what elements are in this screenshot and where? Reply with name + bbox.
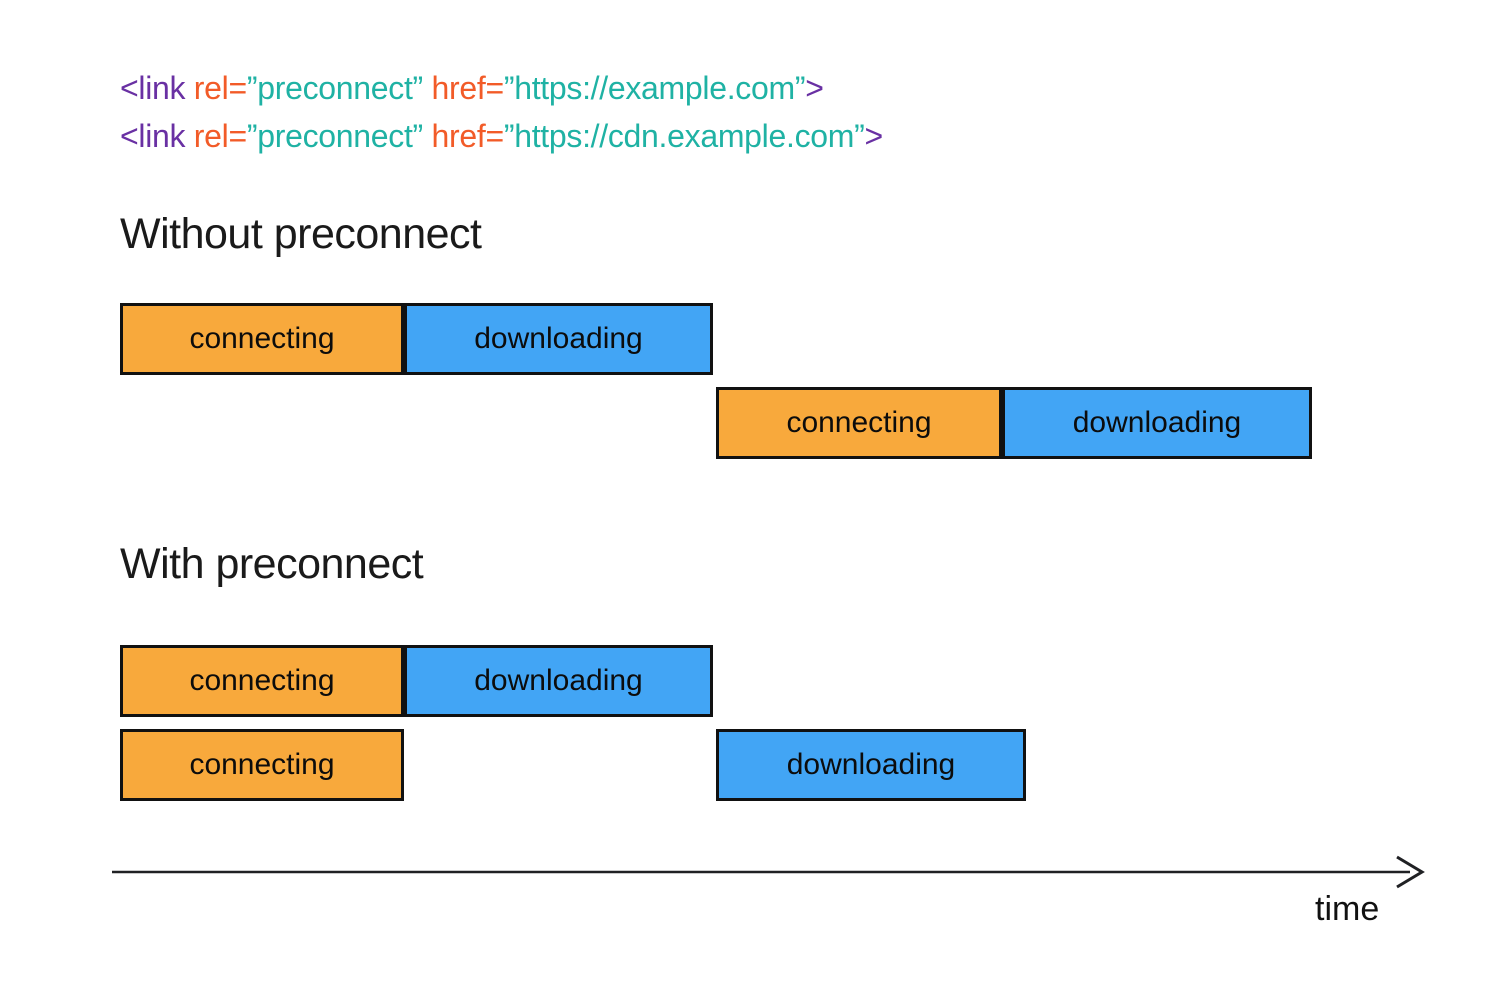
bar-label: connecting bbox=[189, 748, 335, 781]
code-attr-rel: rel= bbox=[185, 118, 247, 154]
bar-label: connecting bbox=[189, 322, 335, 355]
bar-label: downloading bbox=[1072, 406, 1242, 439]
code-attr-href: href= bbox=[422, 70, 505, 106]
code-line-2: <link rel=”preconnect” href=”https://cdn… bbox=[120, 112, 883, 160]
code-snippet: <link rel=”preconnect” href=”https://exa… bbox=[120, 64, 883, 160]
code-attr-rel: rel= bbox=[185, 70, 247, 106]
code-value-preconnect: ”preconnect” bbox=[246, 118, 423, 154]
time-axis-label: time bbox=[1315, 890, 1380, 928]
code-attr-href: href= bbox=[422, 118, 505, 154]
code-tag-close: > bbox=[805, 70, 824, 106]
bar-connecting: connecting bbox=[120, 645, 404, 717]
bar-downloading: downloading bbox=[404, 303, 713, 375]
bar-label: connecting bbox=[189, 664, 335, 697]
code-value-url: ”https://cdn.example.com” bbox=[503, 118, 865, 154]
bar-downloading: downloading bbox=[1002, 387, 1312, 459]
bar-label: downloading bbox=[474, 664, 643, 697]
section-title-without-preconnect: Without preconnect bbox=[120, 210, 482, 258]
bar-label: downloading bbox=[786, 748, 956, 781]
bar-label: downloading bbox=[474, 322, 643, 355]
section-title-with-preconnect: With preconnect bbox=[120, 540, 424, 588]
bar-downloading: downloading bbox=[716, 729, 1026, 801]
bar-label: connecting bbox=[786, 406, 932, 439]
code-value-preconnect: ”preconnect” bbox=[246, 70, 423, 106]
bar-downloading: downloading bbox=[404, 645, 713, 717]
code-tag-open: <link bbox=[120, 118, 186, 154]
code-line-1: <link rel=”preconnect” href=”https://exa… bbox=[120, 64, 883, 112]
time-axis-arrow-icon bbox=[112, 855, 1425, 889]
code-tag-open: <link bbox=[120, 70, 186, 106]
bar-connecting: connecting bbox=[120, 303, 404, 375]
code-value-url: ”https://example.com” bbox=[503, 70, 806, 106]
bar-connecting: connecting bbox=[716, 387, 1002, 459]
code-tag-close: > bbox=[864, 118, 884, 154]
bar-connecting: connecting bbox=[120, 729, 404, 801]
